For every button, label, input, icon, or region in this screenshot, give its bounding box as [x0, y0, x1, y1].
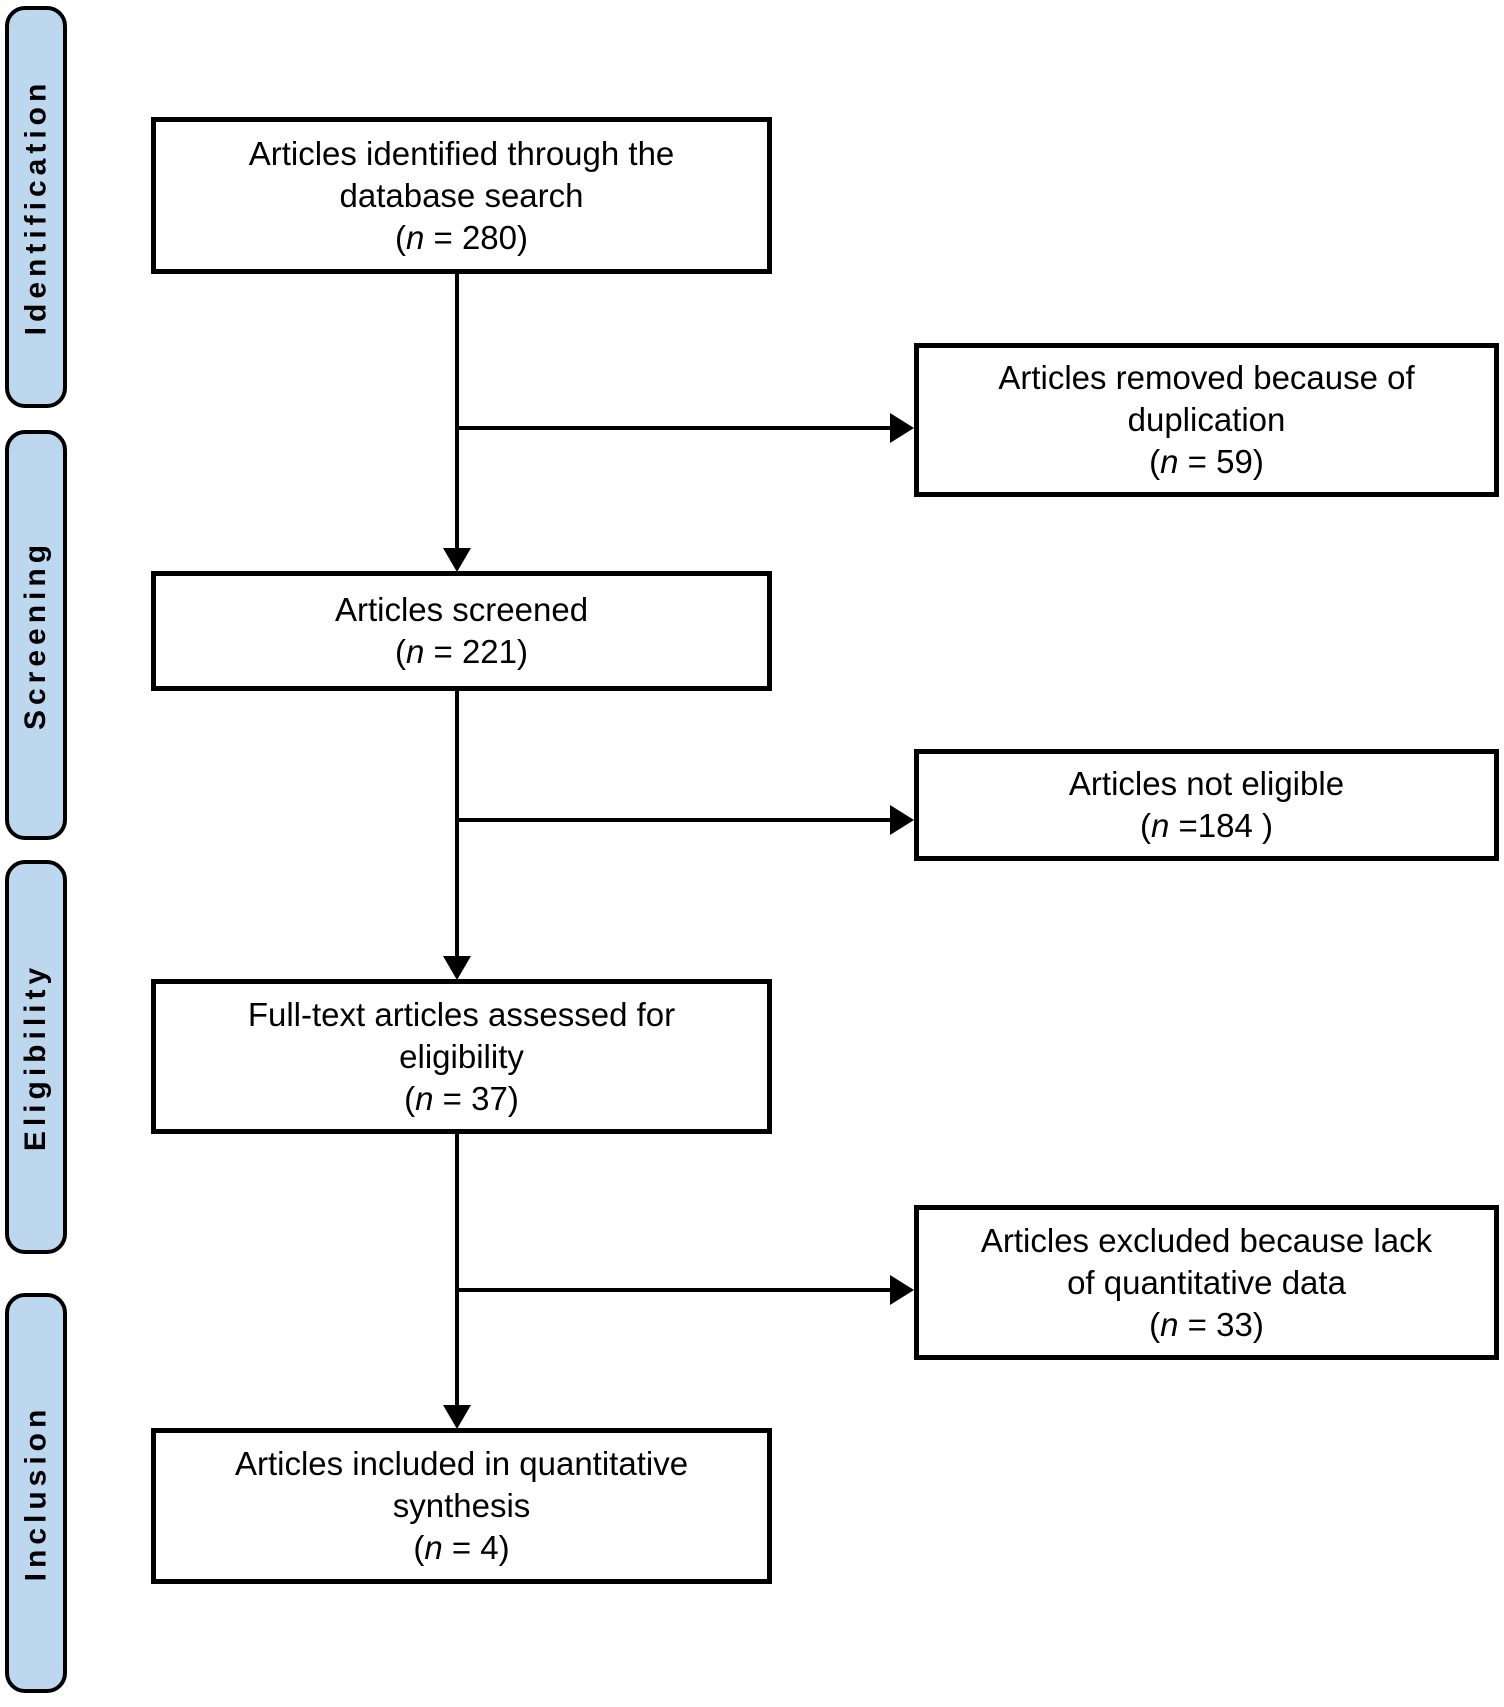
arrow-right-icon: [890, 805, 914, 835]
connector-line-vertical-3: [455, 1133, 459, 1408]
arrow-down-icon: [443, 956, 471, 980]
box-n-line: (n = 221): [394, 633, 529, 670]
phase-bar-screening: Screening: [5, 430, 67, 840]
box-text-line: eligibility: [399, 1037, 524, 1075]
arrow-right-icon: [890, 1275, 914, 1305]
connector-line-horizontal-3: [455, 1288, 892, 1292]
box-text-line: Articles not eligible: [1068, 765, 1345, 802]
phase-label-identification: Identification: [19, 78, 53, 336]
phase-label-screening: Screening: [19, 539, 52, 731]
box-fulltext-assessed: Full-text articles assessed for eligibil…: [151, 979, 772, 1134]
phase-bar-eligibility: Eligibility: [5, 860, 67, 1254]
box-text-line: database search: [339, 176, 584, 214]
box-n-line: (n = 59): [1149, 443, 1264, 480]
box-n-line: (n = 33): [1149, 1305, 1264, 1343]
box-removed-duplication: Articles removed because of duplication …: [914, 343, 1499, 497]
connector-line-horizontal-1: [455, 426, 892, 430]
box-n-line: (n = 37): [404, 1079, 519, 1117]
box-text-line: duplication: [1127, 401, 1286, 438]
connector-line-horizontal-2: [455, 818, 892, 822]
box-text-line: of quantitative data: [1067, 1263, 1346, 1301]
box-text-line: Articles identified through the: [248, 134, 675, 172]
box-n-line: (n =184 ): [1139, 807, 1274, 844]
box-text-line: Articles excluded because lack: [980, 1221, 1433, 1259]
phase-bar-inclusion: Inclusion: [5, 1293, 67, 1693]
arrow-down-icon: [443, 1405, 471, 1429]
box-n-line: (n = 4): [413, 1529, 510, 1566]
box-text-line: Articles included in quantitative: [234, 1445, 689, 1482]
phase-label-inclusion: Inclusion: [19, 1404, 52, 1582]
arrow-right-icon: [890, 413, 914, 443]
box-text-line: Full-text articles assessed for: [247, 995, 676, 1033]
box-articles-included: Articles included in quantitative synthe…: [151, 1428, 772, 1584]
box-text-line: Articles screened: [334, 591, 589, 628]
connector-line-vertical-1: [455, 273, 459, 555]
box-articles-screened: Articles screened (n = 221): [151, 571, 772, 691]
box-not-eligible: Articles not eligible (n =184 ): [914, 749, 1499, 861]
connector-line-vertical-2: [455, 690, 459, 960]
box-n-line: (n = 280): [394, 218, 529, 256]
box-excluded-no-quantitative-data: Articles excluded because lack of quanti…: [914, 1205, 1499, 1360]
box-text-line: synthesis: [392, 1487, 531, 1524]
phase-label-eligibility: Eligibility: [19, 962, 53, 1152]
box-text-line: Articles removed because of: [998, 359, 1415, 396]
phase-bar-identification: Identification: [5, 6, 67, 408]
arrow-down-icon: [443, 548, 471, 572]
box-articles-identified: Articles identified through the database…: [151, 117, 772, 274]
